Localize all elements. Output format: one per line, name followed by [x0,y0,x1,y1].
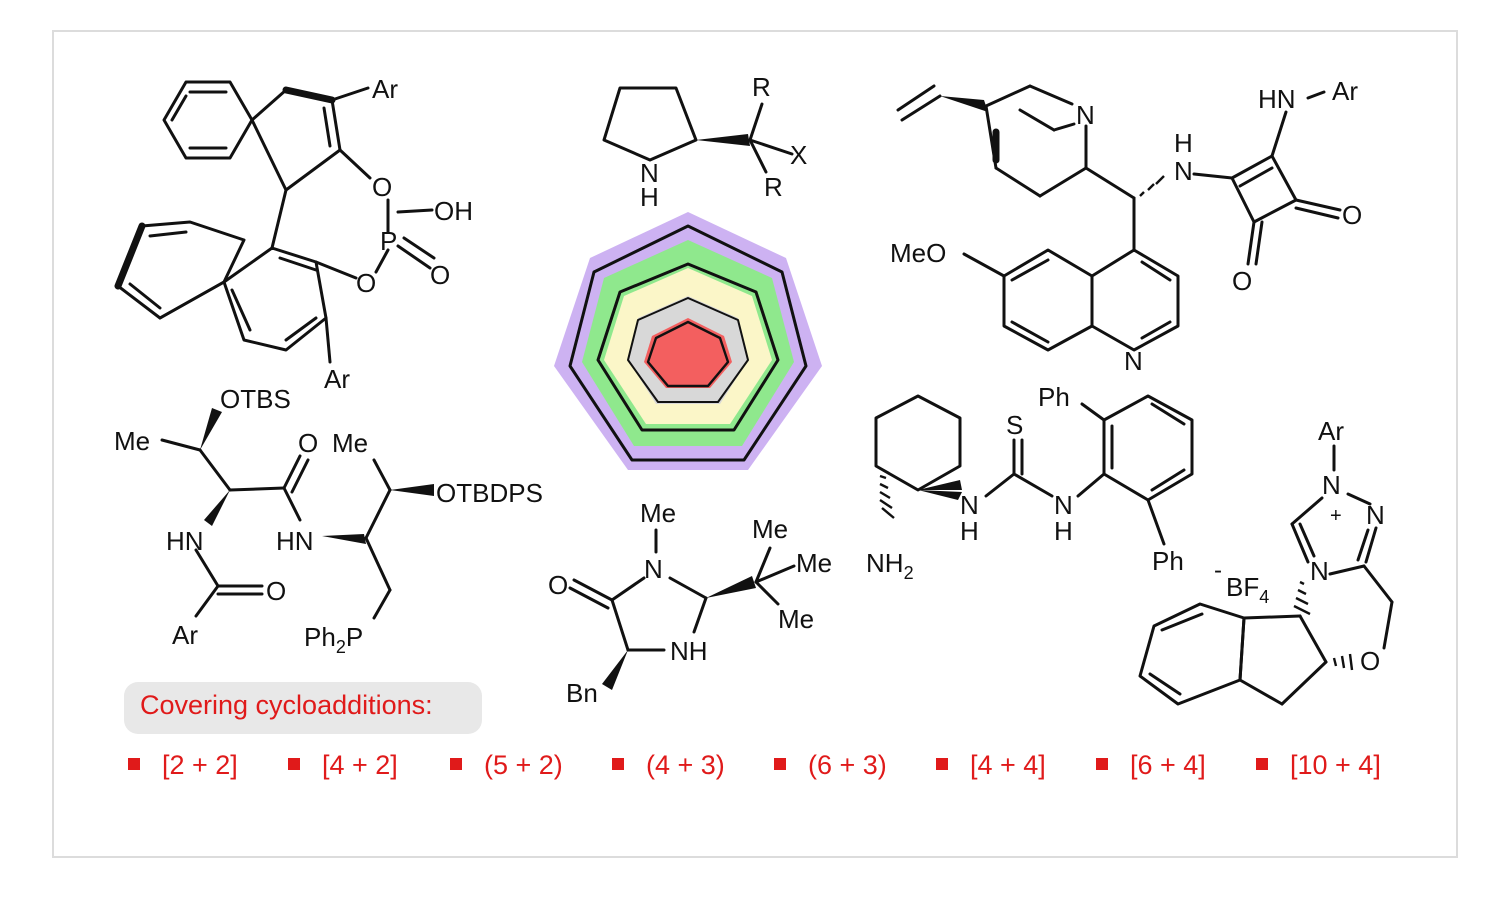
label: NH2 [866,548,914,583]
label: HN [1258,84,1296,114]
label: + [1330,505,1342,527]
label: N [1366,500,1385,530]
cycloaddition-label: [4 + 4] [970,750,1046,780]
cycloaddition-label: [2 + 2] [162,750,238,780]
label: N [1054,490,1073,520]
label: N [640,158,659,188]
label: Me [114,426,150,456]
label: N [1174,156,1193,186]
label: NH [670,636,708,666]
label: 4 [1259,587,1269,607]
label: N [960,490,979,520]
label: P [346,622,363,652]
label: HN [166,526,204,556]
label: H [1174,128,1193,158]
cycloaddition-item: (6 + 3) [774,750,887,781]
binol-phosphoric-acid: Ar O OH P O O Ar [114,74,473,394]
concentric-heptagon-graphic [554,212,822,470]
label: X [790,140,807,170]
bullet-square-icon [774,757,786,770]
label: H [1054,516,1073,546]
bullet-square-icon [450,757,462,770]
label: O [1232,266,1252,296]
label: O [1360,646,1380,676]
label: OTBS [220,384,291,414]
label: Ar [372,74,398,104]
label: H [960,516,979,546]
label: 2 [336,637,346,657]
label: BF [1226,572,1259,602]
bullet-square-icon [128,757,140,770]
label: S [1006,410,1023,440]
label: MeO [890,238,946,268]
bullet-square-icon [936,757,948,770]
label: Me [752,514,788,544]
cycloaddition-item: (5 + 2) [450,750,563,781]
label: Bn [566,678,598,708]
label: Me [640,498,676,528]
label: HN [276,526,314,556]
label: N [1310,556,1329,586]
peptide-phosphine: OTBS Me O Me OTBDPS HN HN O Ar Ph2P [114,384,543,657]
cycloaddition-label: [10 + 4] [1290,750,1381,780]
label: BF4 [1226,572,1269,607]
cycloaddition-label: (4 + 3) [646,750,725,780]
label: Ar [1318,416,1344,446]
bullet-square-icon [288,757,300,770]
label: - [1214,557,1222,584]
label: O [430,260,450,290]
label: Me [332,428,368,458]
label: N [1322,470,1341,500]
cycloaddition-item: [6 + 4] [1096,750,1206,781]
label: N [1076,100,1095,130]
label: OH [434,196,473,226]
label: Ph [1152,546,1184,576]
imidazolidinone-catalyst: Me N O Me Me Me NH Bn [548,498,832,708]
label: O [1342,200,1362,230]
bullet-square-icon [1256,757,1268,770]
label: O [266,576,286,606]
label: P [380,226,397,256]
label: R [752,72,771,102]
cycloaddition-item: [4 + 4] [936,750,1046,781]
cycloaddition-label: (5 + 2) [484,750,563,780]
label: H [640,182,659,212]
label: OTBDPS [436,478,543,508]
cycloaddition-item: [2 + 2] [128,750,238,781]
thiourea-catalyst: S Ph N H N H NH2 Ph [866,382,1194,583]
label: Ar [1332,76,1358,106]
bullet-square-icon [1096,757,1108,770]
label: O [356,268,376,298]
label: O [298,428,318,458]
label: O [548,570,568,600]
label: O [372,172,392,202]
cycloaddition-item: [10 + 4] [1256,750,1381,781]
label: Ph2P [304,622,363,657]
label: Ph [304,622,336,652]
label: N [1124,346,1143,376]
bullet-square-icon [612,757,624,770]
label: Ph [1038,382,1070,412]
caption-pill [124,682,482,734]
cycloaddition-label: (6 + 3) [808,750,887,780]
cycloaddition-item: [4 + 2] [288,750,398,781]
label: Ar [324,364,350,394]
cinchona-squaramide: N HN Ar H N MeO N O O [890,76,1362,376]
cycloaddition-label: [6 + 4] [1130,750,1206,780]
label: N [644,554,663,584]
triazolium-salt: Ar N + N N - BF4 O [1138,416,1394,706]
label: NH [866,548,904,578]
label: Ar [172,620,198,650]
label: Me [796,548,832,578]
cycloaddition-item: (4 + 3) [612,750,725,781]
caption-title: Covering cycloadditions: [140,690,433,720]
pyrrolidine-catalyst: R X R N H [602,72,807,212]
cycloaddition-label: [4 + 2] [322,750,398,780]
label: Me [778,604,814,634]
label: 2 [904,563,914,583]
label: R [764,172,783,202]
